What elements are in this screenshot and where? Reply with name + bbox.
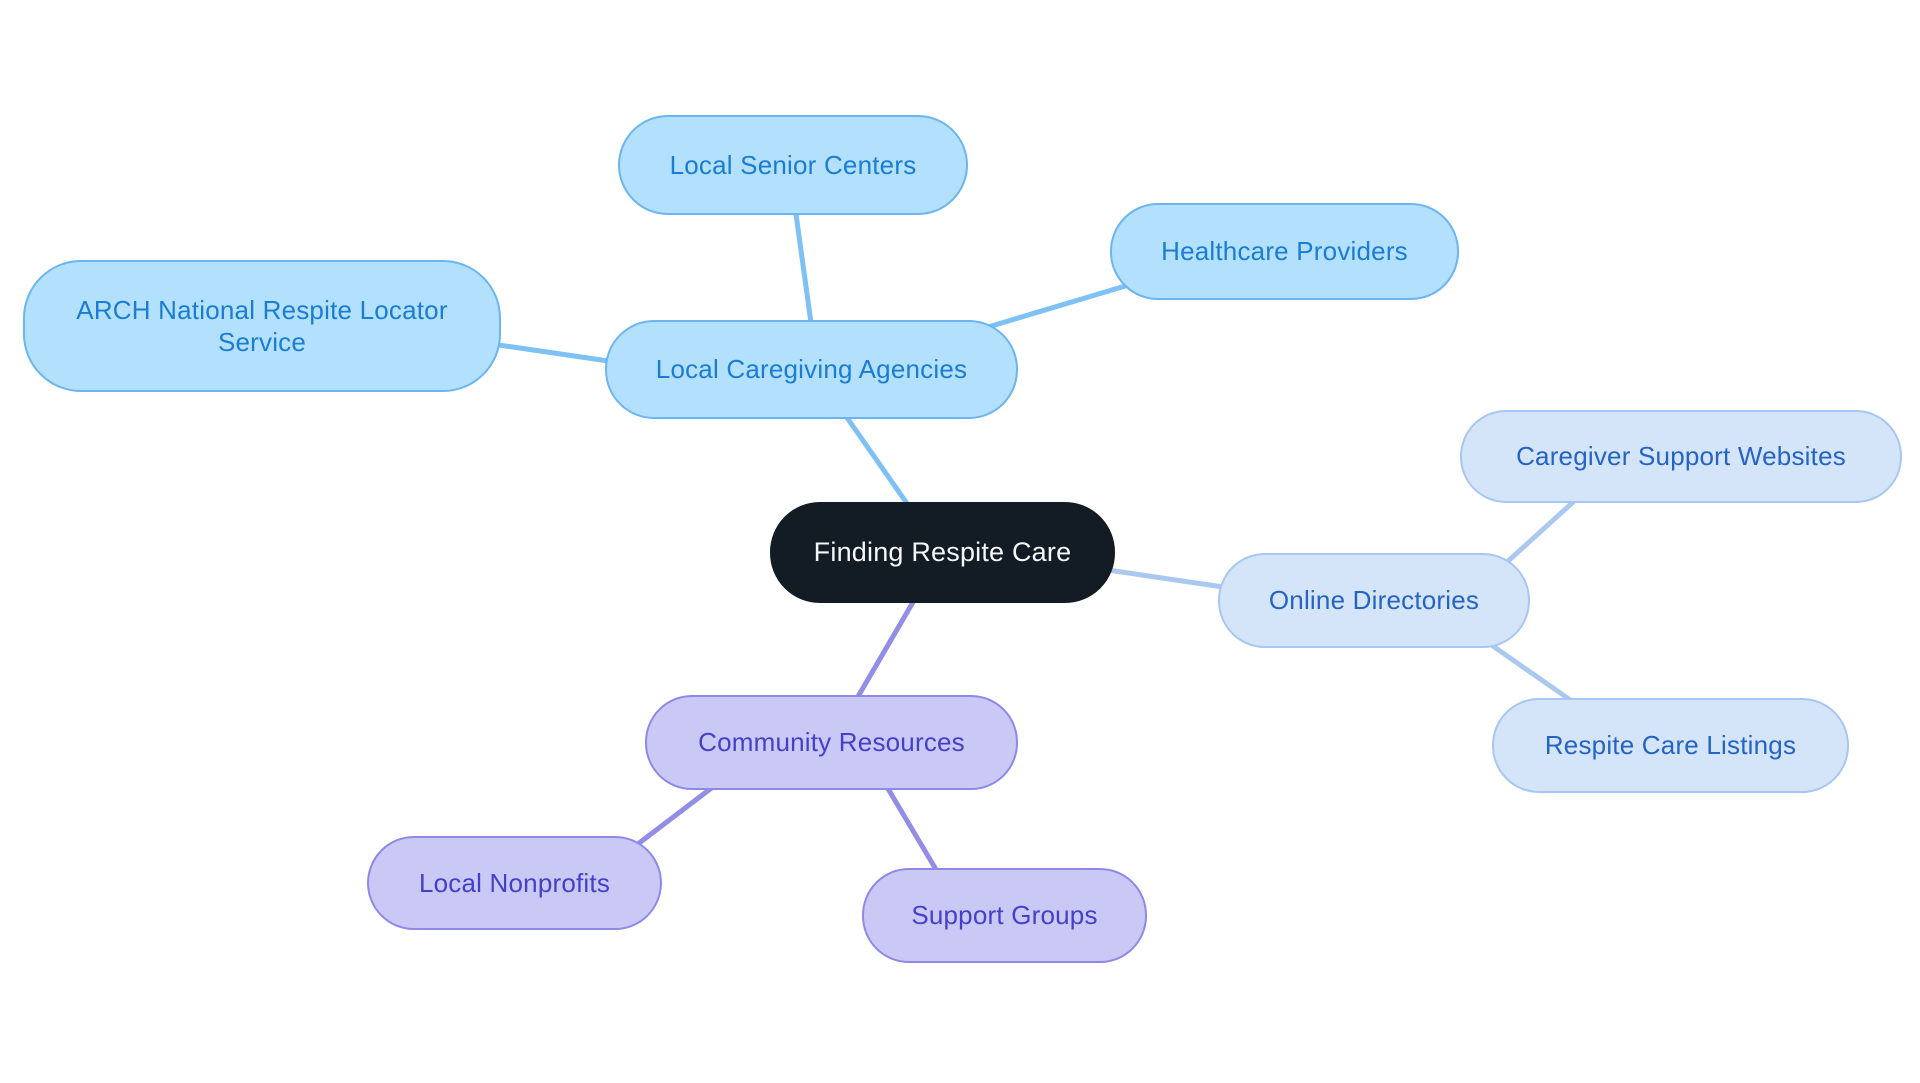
node-label: Local Senior Centers [669, 149, 917, 180]
edge-root-online [1105, 567, 1233, 591]
node-respite-care-listings[interactable]: Respite Care Listings [1492, 698, 1849, 793]
edge-root-community [853, 594, 919, 703]
edge-community-nonprofits [627, 777, 725, 853]
node-online-directories[interactable]: Online Directories [1218, 553, 1530, 648]
edge-arch-caregiving [489, 341, 625, 366]
edge-caregiving-root [840, 409, 916, 515]
node-local-nonprofits[interactable]: Local Nonprofits [367, 836, 662, 930]
node-local-senior-centers[interactable]: Local Senior Centers [618, 115, 968, 215]
edge-online-websites [1503, 491, 1585, 566]
node-label: Local Caregiving Agencies [655, 354, 968, 385]
node-support-groups[interactable]: Support Groups [862, 868, 1147, 963]
node-local-caregiving-agencies[interactable]: Local Caregiving Agencies [605, 320, 1018, 419]
node-label: Respite Care Listings [1544, 730, 1797, 761]
node-label: Healthcare Providers [1161, 236, 1408, 267]
node-label: Caregiver Support Websites [1516, 441, 1846, 472]
node-community-resources[interactable]: Community Resources [645, 695, 1018, 790]
node-healthcare-providers[interactable]: Healthcare Providers [1110, 203, 1459, 300]
node-label: Finding Respite Care [813, 536, 1072, 567]
node-label: ARCH National Respite Locator Service [76, 294, 448, 358]
node-label: Community Resources [698, 727, 965, 758]
node-finding-respite-care[interactable]: Finding Respite Care [770, 502, 1115, 603]
edge-senior-centers-caregiving [792, 204, 815, 333]
node-label: Support Groups [911, 900, 1098, 931]
edge-healthcare-caregiving [985, 278, 1145, 330]
node-arch-national-respite-locator-service[interactable]: ARCH National Respite Locator Service [23, 260, 501, 392]
node-label: Local Nonprofits [418, 867, 611, 898]
node-label: Online Directories [1268, 585, 1480, 616]
node-caregiver-support-websites[interactable]: Caregiver Support Websites [1460, 410, 1902, 503]
edge-online-listings [1487, 641, 1579, 707]
